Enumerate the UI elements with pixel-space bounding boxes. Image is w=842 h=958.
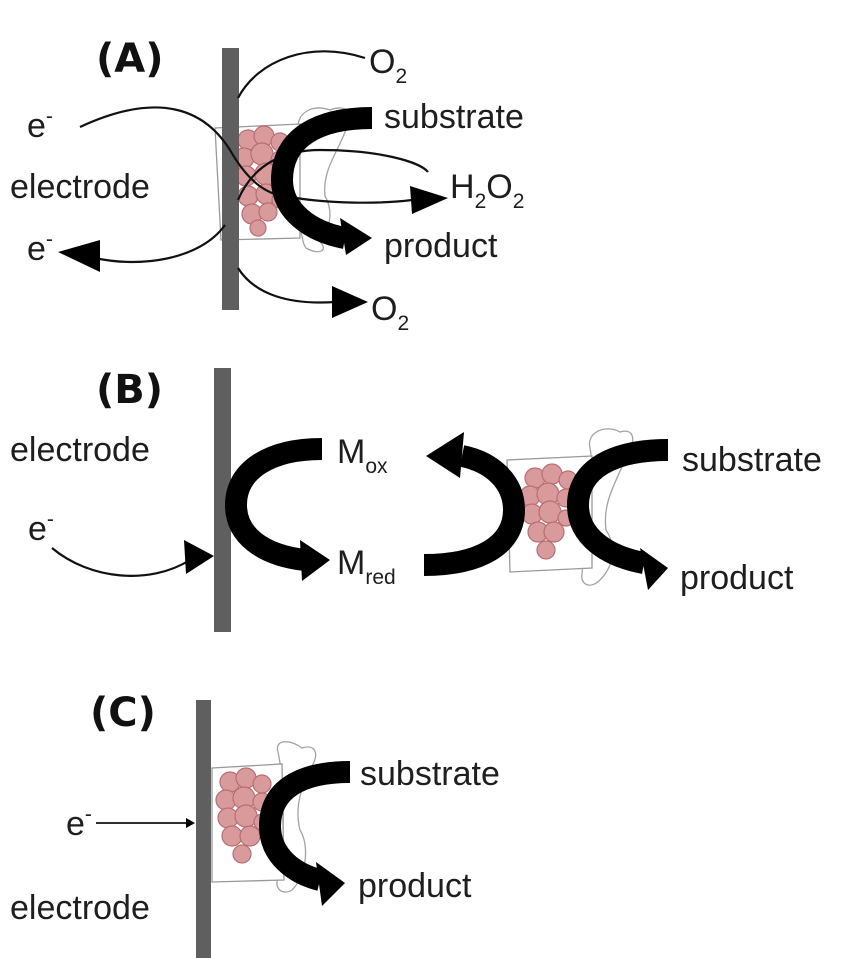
substrate-label-b: substrate — [682, 441, 822, 479]
substrate-label-a: substrate — [384, 98, 524, 136]
panel-a-title: (A) — [96, 36, 164, 82]
panel-b: (B) electrode e- Mox Mred — [10, 367, 822, 632]
panel-b-title: (B) — [96, 367, 163, 413]
substrate-label-c: substrate — [360, 755, 500, 793]
product-label-c: product — [358, 867, 472, 905]
electron-in-arrowhead-b — [184, 540, 214, 574]
h2o2-label-a: H2O2 — [450, 168, 524, 213]
electrode-label-a: electrode — [10, 168, 150, 206]
electron-path-in-b — [51, 547, 191, 577]
o2-top-label-a: O2 — [369, 43, 407, 88]
electrode-bar-a — [222, 48, 239, 310]
product-label-b: product — [680, 559, 794, 597]
electrode-label-b: electrode — [10, 431, 150, 469]
electron-out-label-a: e- — [27, 228, 53, 268]
panel-a: (A) e- electrode e- — [10, 36, 524, 335]
m-red-arrowhead-b — [300, 540, 330, 581]
substrate-product-arrow-c — [258, 761, 351, 891]
m-ox-arrowhead-b — [426, 432, 464, 478]
panel-c: (C) e- electrode substrate product — [10, 690, 500, 958]
electron-out-arrowhead-a — [58, 240, 100, 272]
product-arrowhead-a — [340, 218, 372, 255]
h2o2-curve-top-a — [236, 148, 429, 201]
mediator-oxidation-arrow-b — [423, 445, 526, 576]
electron-path-in-a — [79, 106, 291, 199]
electron-path-out-a — [94, 224, 226, 264]
electrode-label-c: electrode — [10, 889, 150, 927]
product-arrowhead-c — [316, 862, 345, 906]
substrate-product-arrow-b — [566, 439, 669, 574]
product-label-a: product — [384, 227, 498, 265]
electron-in-label-c: e- — [66, 803, 92, 843]
substrate-product-arrow-a — [270, 107, 373, 249]
m-red-label-b: Mred — [337, 544, 396, 589]
o2-bottom-label-a: O2 — [371, 290, 409, 335]
electron-in-label-a: e- — [27, 105, 53, 145]
o2-consumption-curve-a — [237, 50, 366, 99]
panel-c-title: (C) — [90, 690, 156, 736]
product-arrowhead-b — [640, 548, 668, 590]
m-ox-label-b: Mox — [337, 433, 388, 478]
electrode-bar-c — [196, 700, 211, 958]
mediator-reduction-arrow-b — [224, 438, 323, 571]
o2-release-arrowhead-a — [332, 286, 368, 318]
h2o2-curve-bottom-a — [289, 195, 413, 204]
o2-release-curve-a — [237, 267, 336, 304]
h2o2-arrowhead-a — [410, 186, 448, 214]
electrode-bar-b — [214, 368, 231, 632]
electron-in-arrowhead-c — [186, 818, 195, 828]
electron-in-label-b: e- — [28, 508, 54, 548]
